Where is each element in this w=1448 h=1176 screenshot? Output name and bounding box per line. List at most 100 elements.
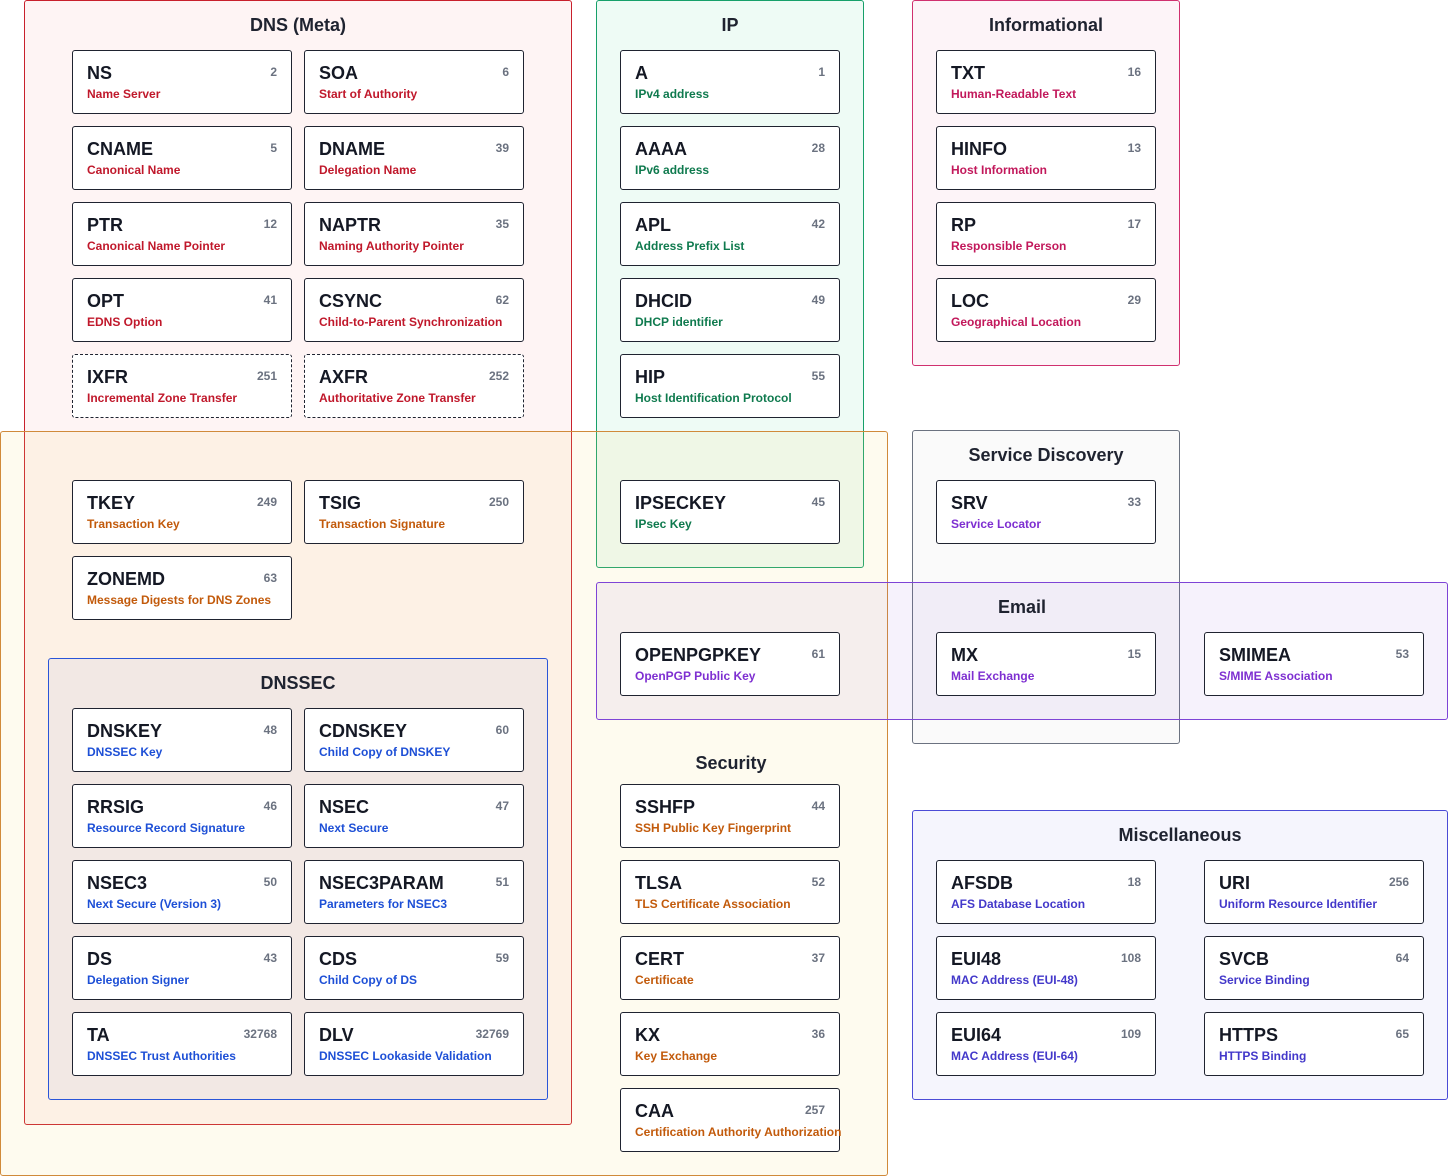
record-code: 42 [811, 217, 825, 231]
group-title-email: Email [997, 597, 1047, 617]
record-code: 256 [1388, 875, 1409, 889]
group-title-security: Security [695, 753, 767, 773]
record-desc: Child Copy of DS [319, 973, 417, 987]
record-name: TKEY [87, 493, 136, 513]
group-title-miscellaneous: Miscellaneous [1118, 825, 1242, 845]
record-code: 37 [811, 951, 825, 965]
record-name: KX [635, 1025, 661, 1045]
record-desc: Child-to-Parent Synchronization [319, 315, 503, 329]
record-desc: OpenPGP Public Key [635, 669, 756, 683]
record-desc: DNSSEC Key [87, 745, 163, 759]
record-name: PTR [87, 215, 123, 235]
record-name: CAA [635, 1101, 674, 1121]
record-name: NSEC [319, 797, 370, 817]
record-code: 12 [263, 217, 277, 231]
record-code: 62 [495, 293, 509, 307]
record-code: 17 [1127, 217, 1141, 231]
record-name: AXFR [319, 367, 368, 387]
record-name: APL [635, 215, 671, 235]
record-desc: Start of Authority [319, 87, 418, 101]
record-desc: Address Prefix List [635, 239, 745, 253]
record-code: 33 [1127, 495, 1141, 509]
record-desc: MAC Address (EUI-64) [951, 1049, 1078, 1063]
record-name: SRV [951, 493, 988, 513]
record-code: 55 [811, 369, 825, 383]
record-name: TSIG [319, 493, 362, 513]
record-desc: HTTPS Binding [1219, 1049, 1307, 1063]
record-name: CNAME [87, 139, 153, 159]
record-name: HTTPS [1219, 1025, 1279, 1045]
record-desc: DNSSEC Lookaside Validation [319, 1049, 492, 1063]
record-code: 45 [811, 495, 825, 509]
record-code: 43 [263, 951, 277, 965]
record-desc: Key Exchange [635, 1049, 718, 1063]
record-code: 1 [818, 65, 825, 79]
record-name: CERT [635, 949, 684, 969]
record-code: 41 [263, 293, 277, 307]
record-code: 53 [1395, 647, 1409, 661]
group-title-ip: IP [721, 15, 739, 35]
record-name: NSEC3 [87, 873, 148, 893]
record-name: DLV [319, 1025, 354, 1045]
record-desc: Next Secure [319, 821, 389, 835]
record-desc: Certification Authority Authorization [635, 1125, 842, 1139]
record-name: A [635, 63, 648, 83]
record-code: 47 [495, 799, 509, 813]
record-name: HINFO [951, 139, 1007, 159]
record-desc: Message Digests for DNS Zones [87, 593, 272, 607]
record-name: SMIMEA [1219, 645, 1291, 665]
record-code: 61 [811, 647, 825, 661]
record-name: SVCB [1219, 949, 1270, 969]
record-desc: Human-Readable Text [951, 87, 1077, 101]
record-name: LOC [951, 291, 989, 311]
